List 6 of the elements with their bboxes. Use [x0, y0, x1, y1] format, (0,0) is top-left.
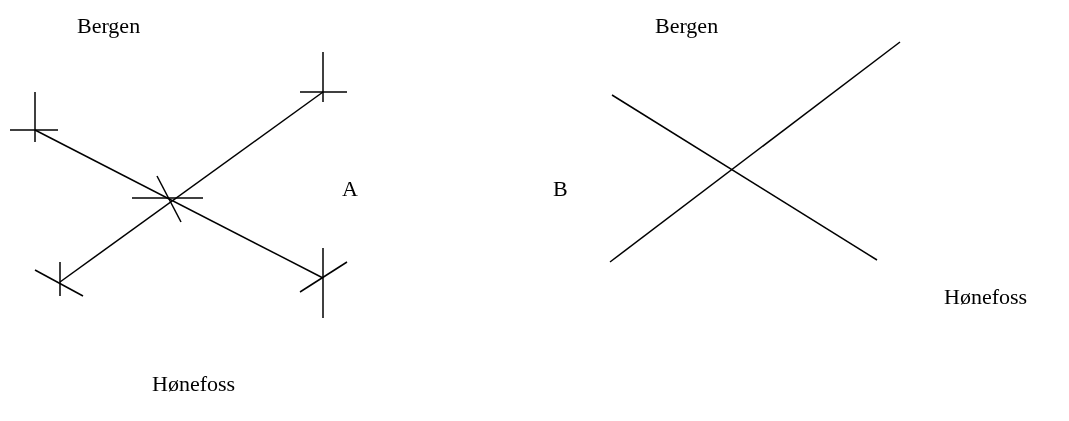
- place-label: Bergen: [655, 15, 719, 37]
- place-label: Hønefoss: [944, 286, 1028, 308]
- place-label: A: [342, 178, 358, 200]
- place-label: Bergen: [77, 15, 141, 37]
- place-label: Hønefoss: [152, 373, 236, 395]
- place-label: B: [553, 178, 568, 200]
